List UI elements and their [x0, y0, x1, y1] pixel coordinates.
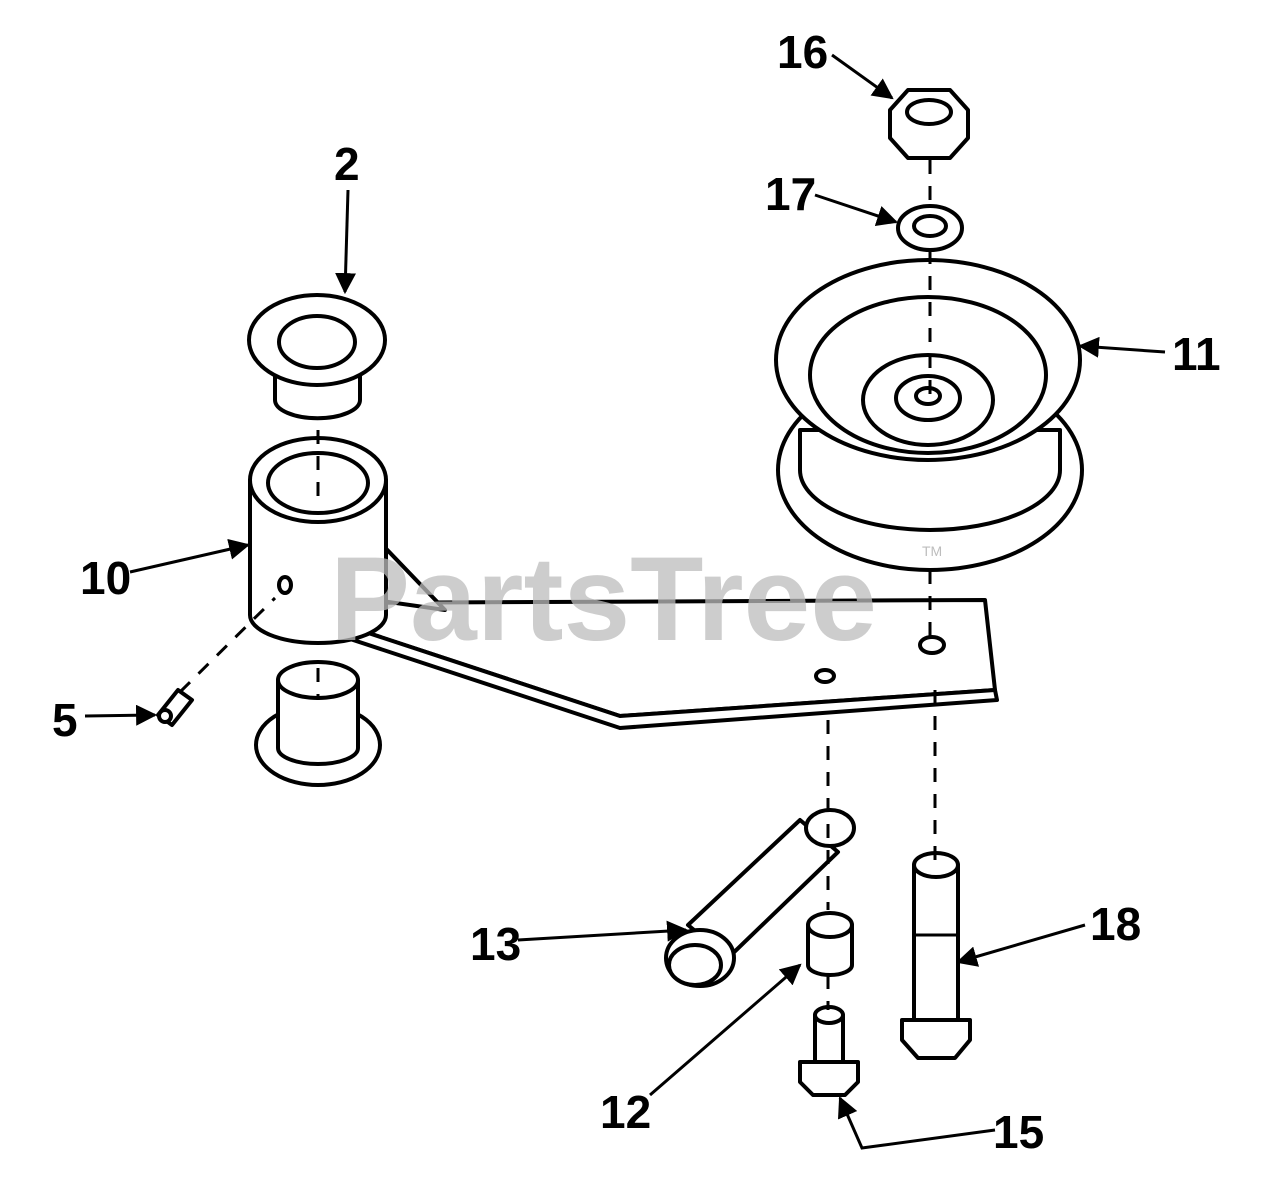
- watermark-text: PartsTree: [330, 532, 877, 666]
- callout-5: 5: [52, 694, 78, 746]
- watermark-trademark: TM: [922, 543, 942, 559]
- callout-12: 12: [600, 1086, 651, 1138]
- callout-2: 2: [334, 138, 360, 190]
- hex-nut: [888, 88, 970, 160]
- idler-pulley: [774, 258, 1084, 572]
- assembly-center-lines: [178, 160, 937, 1010]
- callout-10: 10: [80, 552, 131, 604]
- shoulder-bolt: [798, 1005, 860, 1097]
- callout-11: 11: [1172, 328, 1221, 380]
- hex-bolt: [900, 851, 972, 1060]
- callout-15: 15: [993, 1106, 1044, 1158]
- spacer: [806, 911, 854, 977]
- callout-labels: 2 5 10 11 12 13 15 16 17 18: [52, 26, 1221, 1158]
- pivot-hub: [248, 436, 388, 645]
- grease-fitting: [156, 688, 194, 727]
- callout-16: 16: [777, 26, 828, 78]
- watermark: PartsTree TM: [330, 532, 942, 666]
- callout-18: 18: [1090, 898, 1141, 950]
- extension-spring: [664, 808, 856, 988]
- callout-17: 17: [765, 168, 816, 220]
- callout-13: 13: [470, 918, 521, 970]
- upper-bushing: [247, 293, 387, 421]
- lock-washer: [896, 204, 964, 252]
- leader-lines: [84, 53, 1166, 1150]
